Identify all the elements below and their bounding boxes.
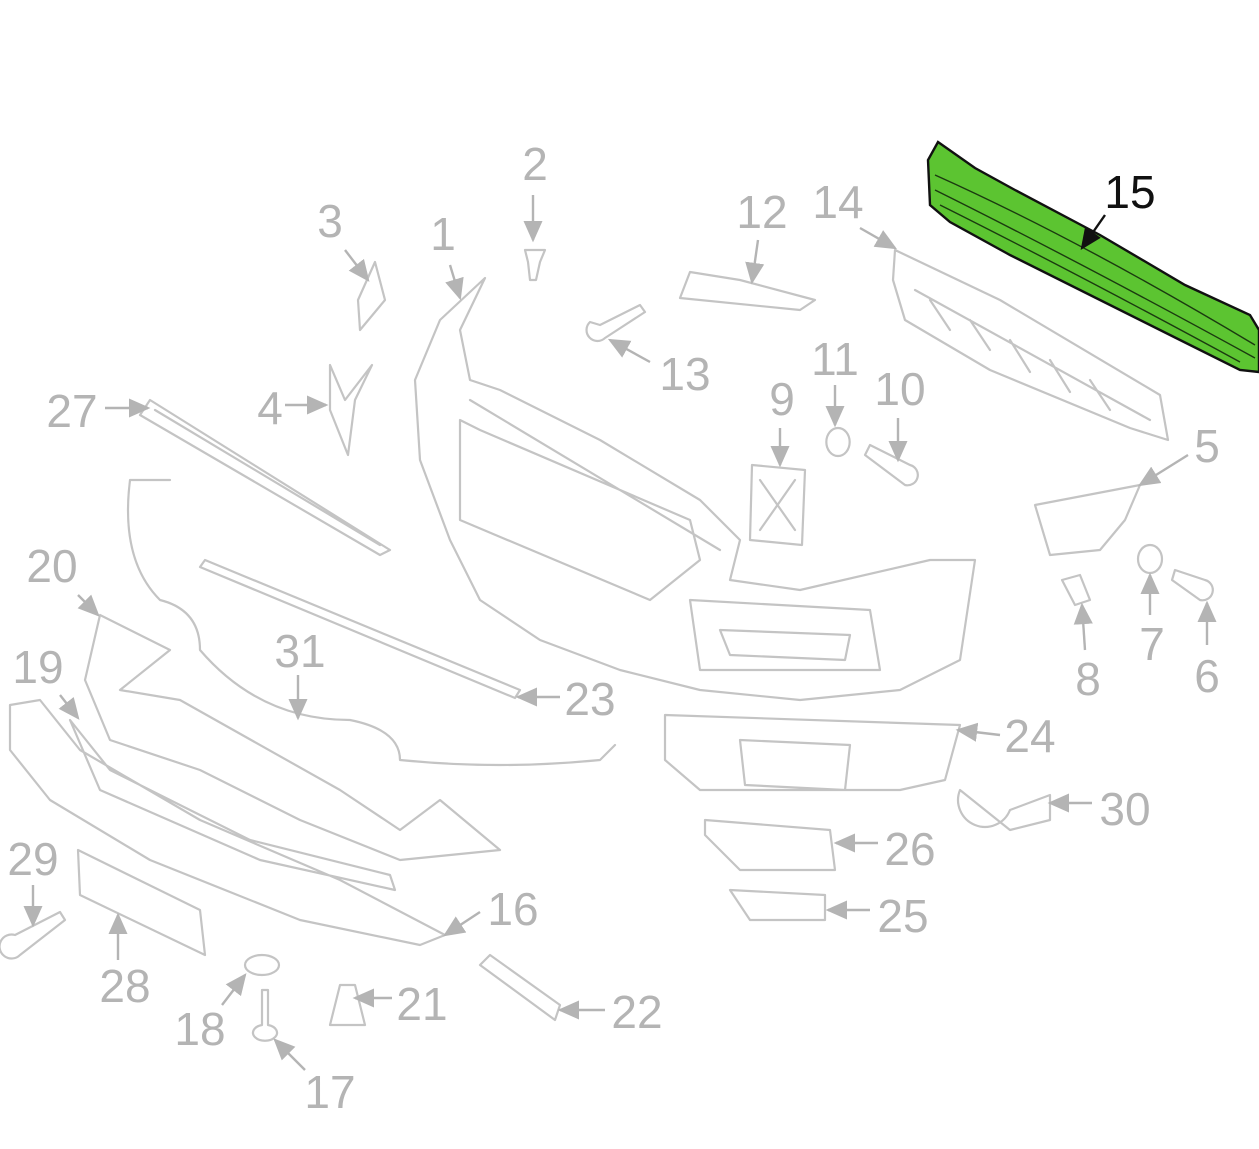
callout-5[interactable]: 5	[1194, 420, 1220, 472]
part-2-clip[interactable]	[523, 248, 547, 282]
part-23-trim-strip[interactable]	[198, 558, 522, 700]
part-17-screw[interactable]	[251, 988, 279, 1042]
callout-2[interactable]: 2	[522, 138, 548, 190]
part-12-bracket[interactable]	[678, 270, 817, 312]
callout-27[interactable]: 27	[46, 385, 97, 437]
callout-4[interactable]: 4	[257, 382, 283, 434]
callout-26[interactable]: 26	[884, 823, 935, 875]
callout-20[interactable]: 20	[26, 540, 77, 592]
part-25-grille-insert[interactable]	[728, 888, 827, 922]
part-5-bracket[interactable]	[1033, 483, 1142, 557]
part-10-bolt[interactable]	[863, 443, 919, 487]
part-8-clip[interactable]	[1060, 573, 1092, 607]
part-7-washer[interactable]	[1136, 543, 1164, 575]
part-1-bumper-cover[interactable]	[413, 276, 977, 702]
part-24-fog-lamp-bezel[interactable]	[663, 713, 962, 792]
callout-21[interactable]: 21	[396, 978, 447, 1030]
part-30-parking-sensor[interactable]	[957, 788, 1052, 832]
callout-9[interactable]: 9	[769, 373, 795, 425]
part-21-clip[interactable]	[328, 983, 367, 1027]
callout-13[interactable]: 13	[659, 348, 710, 400]
callout-3[interactable]: 3	[317, 195, 343, 247]
callout-16[interactable]: 16	[487, 883, 538, 935]
part-31-wiring-harness[interactable]	[126, 478, 617, 767]
callout-7[interactable]: 7	[1139, 618, 1165, 670]
part-15-bumper-reinforcement[interactable]	[926, 140, 1259, 374]
part-18-nut[interactable]	[243, 953, 281, 977]
part-29-screw[interactable]	[0, 910, 67, 960]
callout-6[interactable]: 6	[1194, 650, 1220, 702]
callout-29[interactable]: 29	[7, 833, 58, 885]
part-4-bracket[interactable]	[328, 363, 374, 457]
callout-17[interactable]: 17	[304, 1066, 355, 1118]
callout-12[interactable]: 12	[736, 186, 787, 238]
callout-28[interactable]: 28	[99, 960, 150, 1012]
callout-24[interactable]: 24	[1004, 710, 1055, 762]
part-3-cap[interactable]	[356, 260, 387, 332]
part-20-lower-shield[interactable]	[83, 613, 502, 862]
part-16-lower-spoiler[interactable]	[8, 698, 447, 947]
callout-18[interactable]: 18	[174, 1003, 225, 1055]
part-6-bolt[interactable]	[1170, 568, 1214, 602]
part-13-bolt[interactable]	[585, 303, 647, 343]
callout-arrows	[23, 195, 1217, 1071]
callout-15[interactable]: 15	[1104, 166, 1155, 218]
part-11-washer[interactable]	[825, 426, 851, 458]
callout-22[interactable]: 22	[611, 986, 662, 1038]
callout-31[interactable]: 31	[274, 625, 325, 677]
callout-10[interactable]: 10	[874, 363, 925, 415]
callout-30[interactable]: 30	[1099, 783, 1150, 835]
callout-14[interactable]: 14	[812, 176, 863, 228]
part-9-bracket[interactable]	[748, 463, 807, 547]
callout-19[interactable]: 19	[12, 641, 63, 693]
callout-23[interactable]: 23	[564, 673, 615, 725]
part-22-strip[interactable]	[478, 953, 562, 1022]
callout-labels: 1 2 3 4 5 6 7 8 9 10 11 12 13 14 15 16 1…	[7, 138, 1219, 1118]
part-26-trim[interactable]	[703, 818, 837, 872]
callout-8[interactable]: 8	[1075, 653, 1101, 705]
callout-1[interactable]: 1	[430, 208, 456, 260]
part-28-plate[interactable]	[76, 848, 207, 957]
callout-25[interactable]: 25	[877, 890, 928, 942]
part-14-absorber[interactable]	[891, 248, 1170, 442]
callout-11[interactable]: 11	[811, 333, 859, 385]
